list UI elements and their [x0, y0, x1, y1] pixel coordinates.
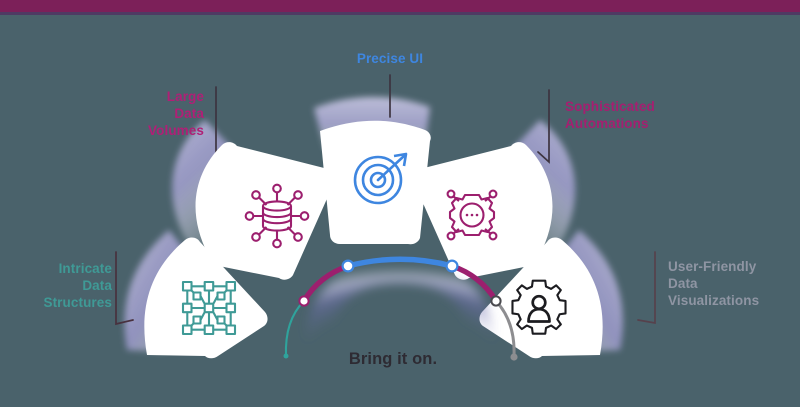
arc-blue-top: [345, 256, 455, 269]
node-left: [298, 295, 310, 307]
endpoint-gray: [510, 353, 518, 361]
petal-intricate-data-structures[interactable]: [144, 237, 268, 359]
arc-teal-tail: [284, 299, 306, 358]
label-user-friendly-data-visualizations: User-Friendly Data Visualizations: [668, 259, 760, 308]
gear-dots-icon: [446, 189, 498, 241]
label-precise-ui: Precise UI: [356, 51, 424, 66]
top-accent-bar: [0, 0, 800, 12]
center-caption: Bring it on.: [348, 350, 438, 368]
gear-person-icon: [511, 279, 567, 335]
label-intricate-data-structures: Intricate Data Structures: [43, 261, 112, 310]
grid-network-icon: [181, 280, 237, 336]
petal-precise-ui[interactable]: [320, 120, 431, 245]
target-arrow-icon: [353, 152, 408, 205]
endpoint-teal: [283, 353, 289, 359]
label-sophisticated-automations: Sophisticated Automations: [565, 99, 655, 131]
petal-sophisticated-automations[interactable]: [412, 142, 553, 280]
label-large-data-volumes: Large Data Volumes: [148, 89, 204, 138]
inner-arc: [283, 256, 518, 361]
node-top-left: [341, 259, 355, 273]
inner-glow-arc: [305, 262, 495, 362]
top-accent-underline: [0, 12, 800, 15]
node-right: [490, 295, 502, 307]
database-network-icon: [244, 183, 310, 249]
node-top-right: [445, 259, 459, 273]
petal-large-data-volumes[interactable]: [195, 142, 336, 280]
